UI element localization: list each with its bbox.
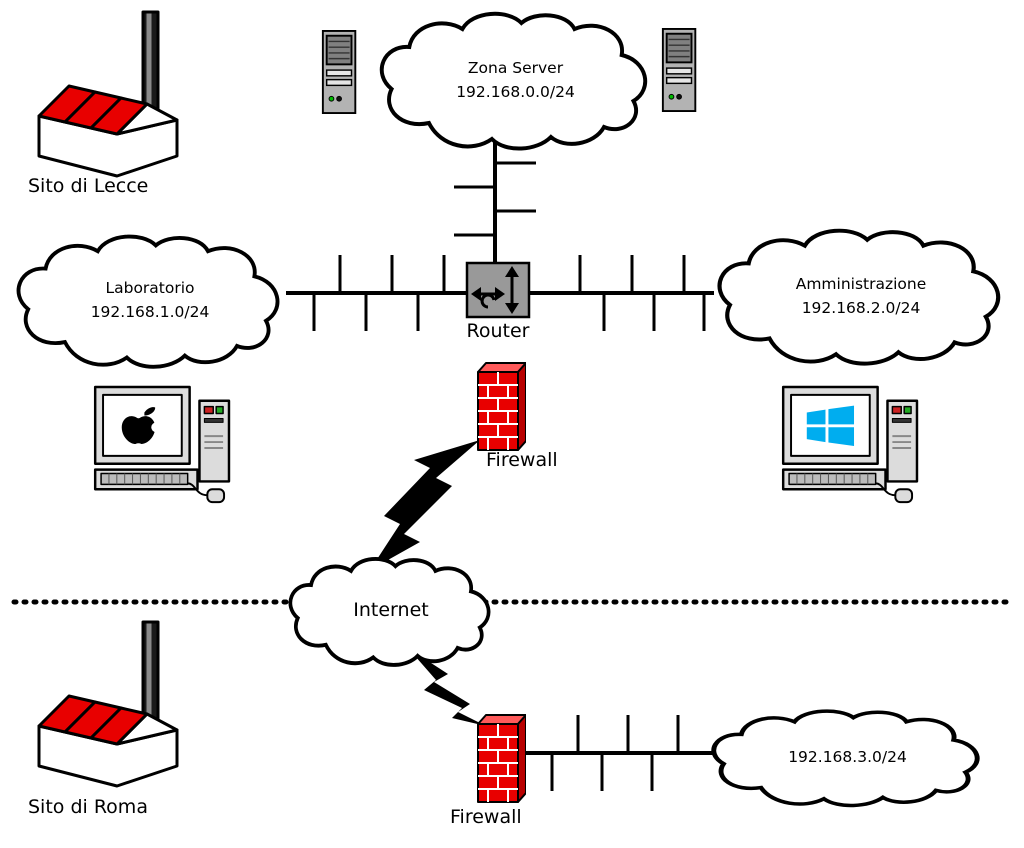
factory-icon-lecce bbox=[25, 8, 185, 180]
factory-icon-roma bbox=[25, 618, 185, 790]
firewall-bottom-label: Firewall bbox=[450, 806, 522, 828]
amministrazione-name: Amministrazione bbox=[795, 274, 927, 293]
windows-computer-icon bbox=[781, 385, 929, 507]
lightning-bolt-bottom bbox=[408, 648, 486, 726]
lightning-bolt-top bbox=[370, 440, 480, 570]
cloud-zona-server: Zona Server 192.168.0.0/24 bbox=[368, 5, 663, 155]
zona-server-subnet: 192.168.0.0/24 bbox=[456, 82, 575, 101]
server-bus bbox=[454, 132, 536, 266]
apple-logo bbox=[121, 407, 162, 445]
firewall-icon-top bbox=[474, 360, 526, 452]
windows-logo bbox=[806, 405, 855, 446]
roma-bus bbox=[520, 715, 716, 791]
laboratorio-subnet: 192.168.1.0/24 bbox=[90, 303, 210, 321]
firewall-icon-bottom bbox=[474, 712, 526, 804]
router-label: Router bbox=[466, 320, 530, 342]
zona-server-name: Zona Server bbox=[467, 58, 564, 77]
internet-name: Internet bbox=[353, 599, 429, 622]
mac-computer-icon bbox=[93, 385, 241, 507]
site-label-roma: Sito di Roma bbox=[28, 796, 148, 818]
firewall-top-label: Firewall bbox=[486, 449, 558, 471]
site-label-lecce: Sito di Lecce bbox=[28, 175, 149, 197]
cloud-laboratorio: Laboratorio 192.168.1.0/24 bbox=[5, 228, 295, 373]
laboratorio-name: Laboratorio bbox=[105, 279, 195, 298]
roma-lan-subnet: 192.168.3.0/24 bbox=[788, 748, 907, 767]
server-tower-icon-left bbox=[320, 28, 362, 116]
server-tower-icon-right bbox=[660, 25, 702, 115]
cloud-roma-lan: 192.168.3.0/24 bbox=[700, 705, 995, 810]
router-icon bbox=[465, 261, 531, 319]
cloud-internet: Internet bbox=[280, 552, 502, 670]
cloud-amministrazione: Amministrazione 192.168.2.0/24 bbox=[705, 222, 1017, 370]
amministrazione-subnet: 192.168.2.0/24 bbox=[801, 298, 921, 317]
